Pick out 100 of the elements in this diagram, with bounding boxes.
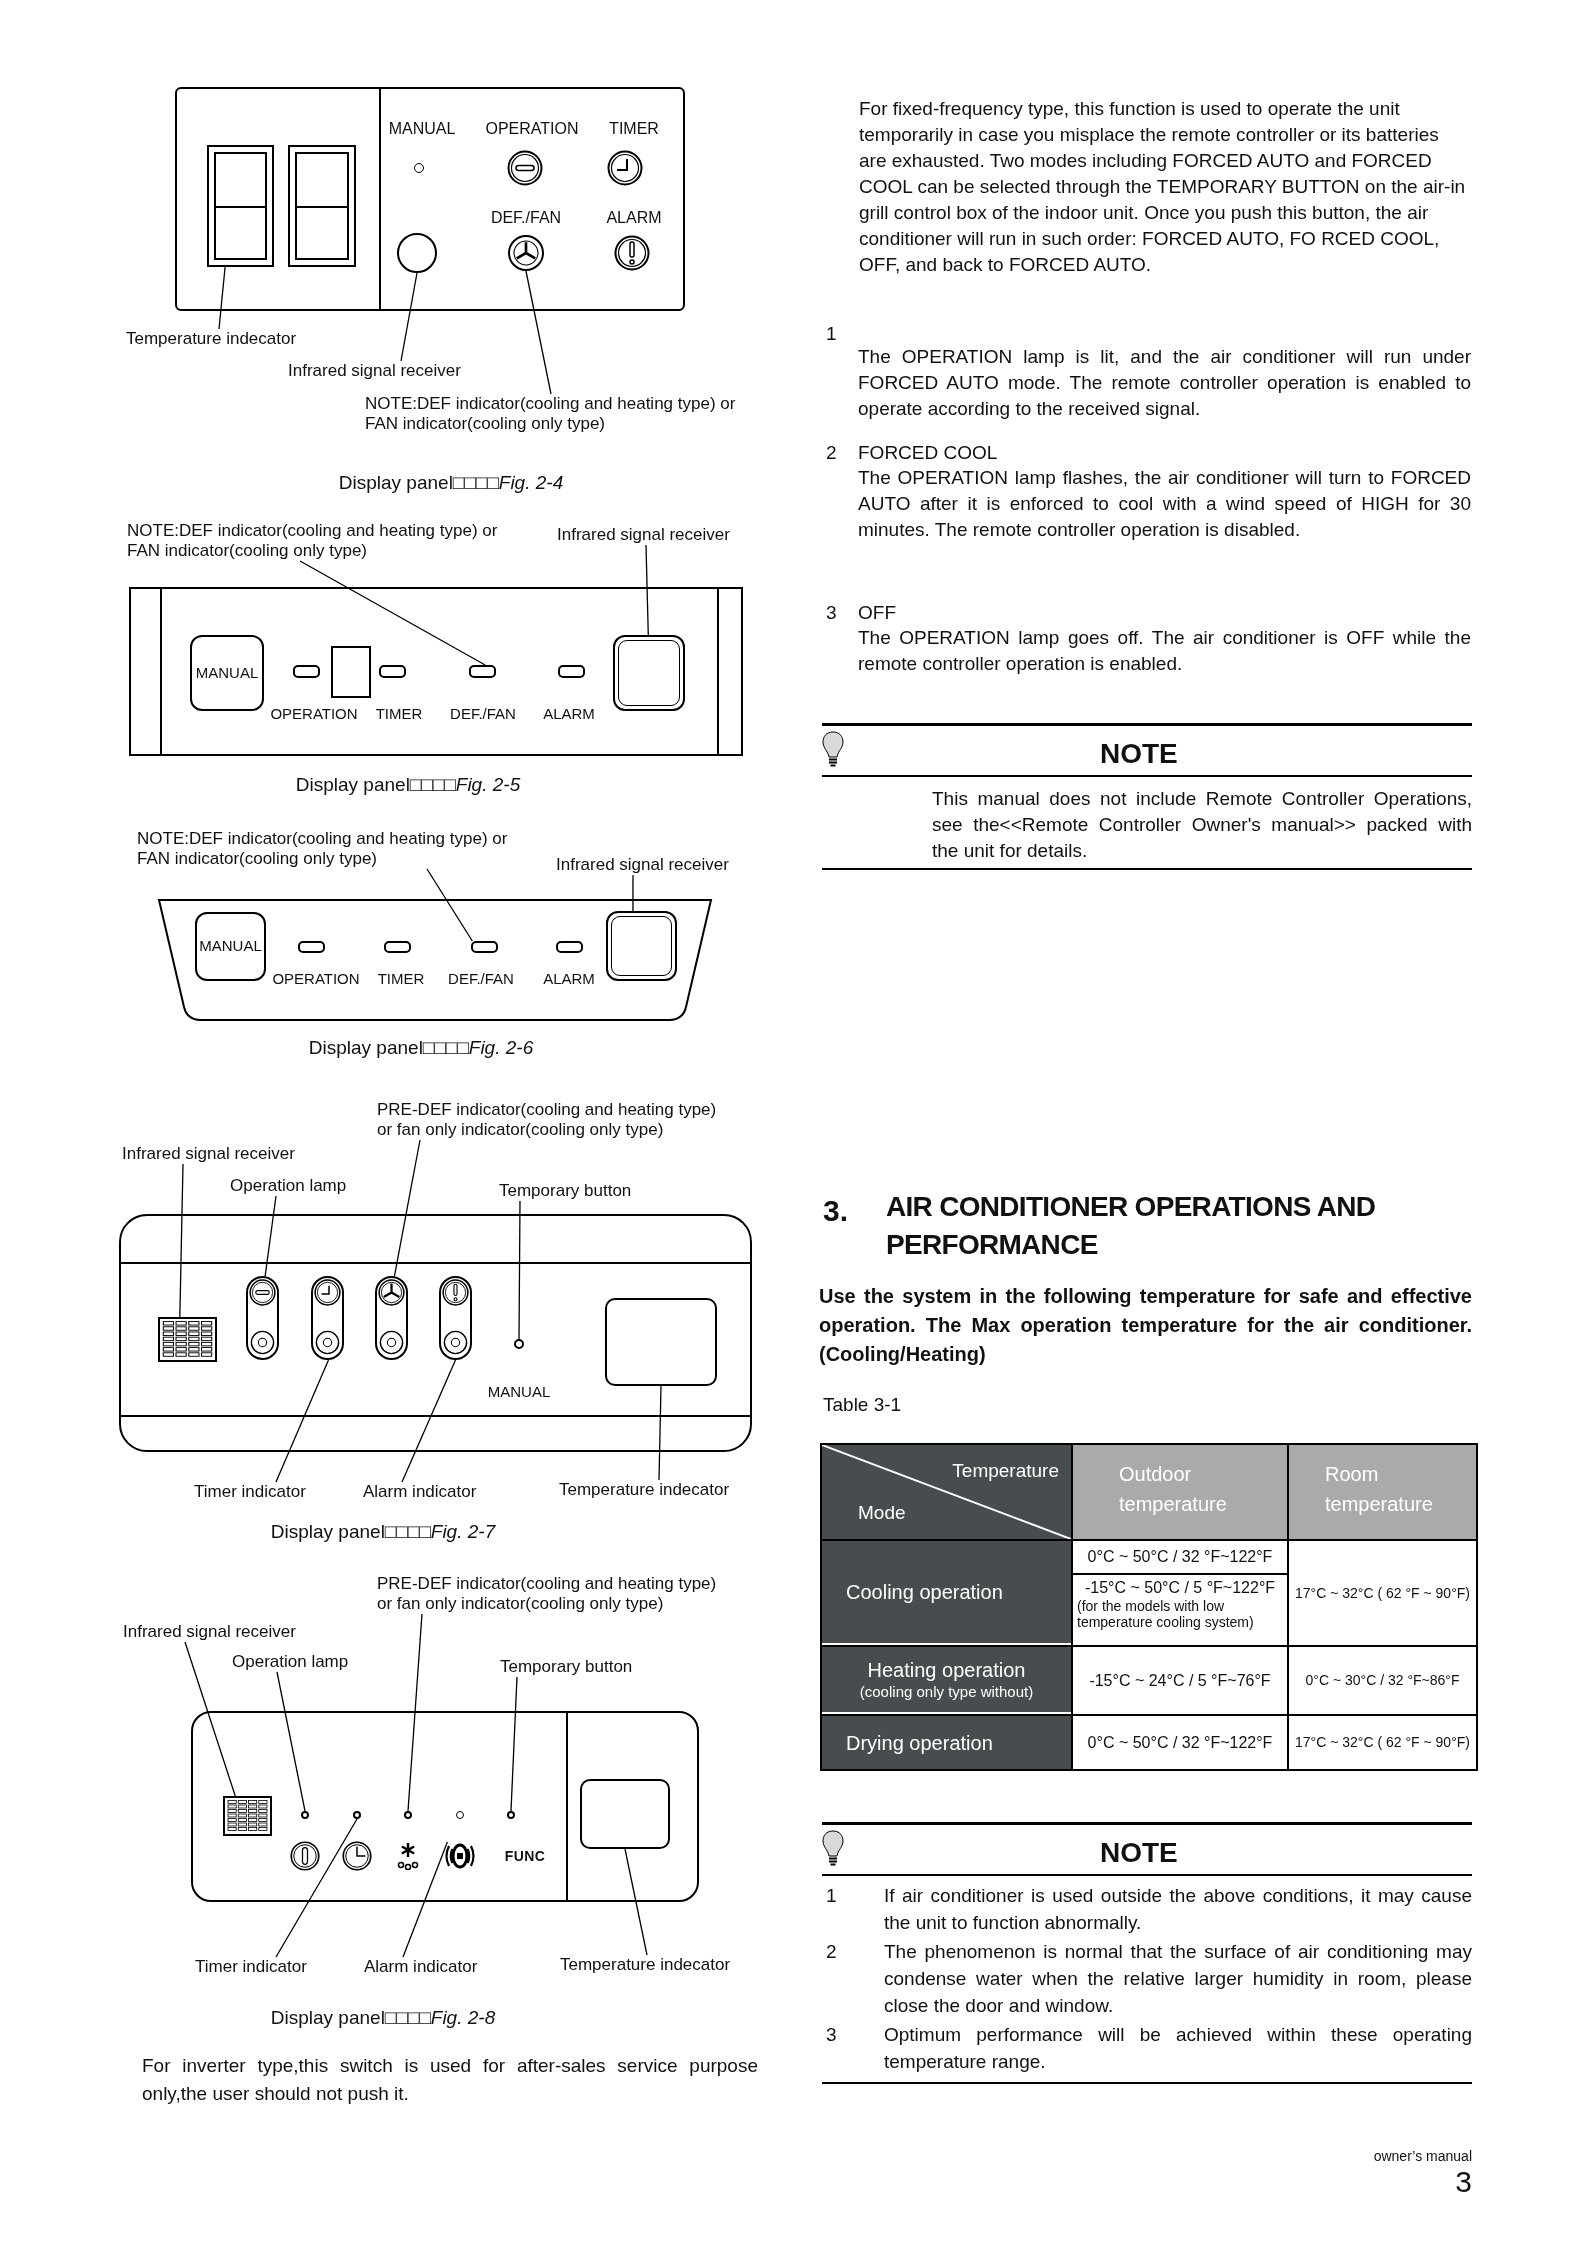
leader-line [184,1641,236,1797]
body-paragraph: For fixed-frequency type, this function is used to operate the unit temporarily in case you misplace the remote controller or its batteries are exhausted. Two modes including FORCED AUTO and FORCED COOL can be selected through the TEMPORARY BUTTON on the air-in grill control box of the indoor unit. Once you push this button, the air conditioner will run in such order: FORCED AUTO, FO RCED COOL, OFF, and back to FORCED AUTO. [859,97,1467,277]
leader-line [525,270,552,395]
callout-label: Temperature indecator [560,1955,731,1975]
temperature-display [605,1298,717,1386]
table-header-cell: Outdoor temperature [1073,1445,1287,1539]
list-number: 1 [826,1884,837,1908]
leader-line [401,1359,457,1483]
table-cell: 0°C ~ 50°C / 32 °F~122°F [1073,1541,1287,1573]
panel-label: ALARM [543,970,595,988]
cell-note: (for the models with low temperature cooling system) [1077,1598,1255,1630]
fan-indicator-icon [508,235,544,271]
panel-label: DEF./FAN [450,705,516,723]
panel-label: TIMER [609,120,659,138]
infrared-receiver [613,635,685,711]
table-cell: 0°C ~ 50°C / 32 °F~122°F [1073,1716,1287,1769]
leader-line [426,868,473,942]
callout-label: Temperature indecator [126,329,297,349]
list-number: 2 [826,1940,837,1964]
body-paragraph: The OPERATION lamp goes off. The air conditioner is OFF while the remote controller operation is enabled. [858,626,1471,676]
display-panel [129,587,743,756]
panel-label: MANUAL [487,1383,551,1401]
leader-line [402,1841,449,1958]
callout-label: NOTE:DEF indicator(cooling and heating type) or FAN indicator(cooling only type) [127,521,522,561]
func-label: FUNC [504,1847,546,1865]
indicator-lamp [469,665,496,678]
panel-label: ALARM [606,209,662,227]
alarm-icon [442,1842,478,1870]
leader-line [658,1385,662,1481]
leader-line [624,1848,648,1956]
note-text: This manual does not include Remote Controller Operations, see the<<Remote Controller Owner's manual>> packed with the unit for details. [932,787,1472,863]
list-number: 2 [826,441,837,465]
note-heading: NOTE [1100,737,1178,771]
callout-label: Infrared signal receiver [557,525,730,545]
callout-label: Temperature indecator [559,1480,730,1500]
digit-display [288,145,356,267]
page-number: 3 [1455,2164,1472,2200]
figure-caption: Display panel□□□□Fig. 2-6 [308,1036,534,1060]
panel-label: OPERATION [270,705,358,723]
item-heading: FORCED COOL [858,441,998,465]
list-number: 3 [826,2023,837,2047]
panel-label: TIMER [375,705,423,723]
table-caption: Table 3-1 [823,1393,902,1417]
panel-label: ALARM [543,705,595,723]
indicator-lamp [471,941,498,953]
leader-line [275,1359,330,1483]
callout-label: Alarm indicator [364,1957,478,1977]
body-paragraph: The OPERATION lamp flashes, the air conditioner will turn to FORCED AUTO after it is enforced to cool with a wind speed of HIGH for 30 minutes. The remote controller operation is disabled. [858,466,1471,542]
manual-button: MANUAL [190,635,264,711]
indicator-capsule [439,1276,472,1360]
callout-label: PRE-DEF indicator(cooling and heating type) or fan only indicator(cooling only type) [377,1574,722,1614]
infrared-receiver [606,911,677,981]
display-panel [158,899,712,1021]
leader-line [645,544,649,636]
figure-caption: Display panel□□□□Fig. 2-8 [270,2006,496,2030]
leader-line [264,1195,277,1277]
leader-line [632,874,634,912]
receiver-grille [223,1796,272,1836]
panel-label: TIMER [377,970,425,988]
table-cell: Drying operation [822,1716,1071,1769]
display-panel [191,1711,699,1902]
callout-label: Temporary button [500,1657,633,1677]
leader-line [275,1818,358,1958]
list-number: 1 [826,322,837,346]
callout-label: NOTE:DEF indicator(cooling and heating type) or FAN indicator(cooling only type) [365,394,760,434]
callout-label: Timer indicator [194,1482,306,1502]
leader-line [400,272,418,362]
callout-label: Infrared signal receiver [288,361,461,381]
callout-label: Infrared signal receiver [556,855,729,875]
leader-line [518,1200,521,1340]
header-label: Mode [858,1500,906,1525]
temporary-button [514,1339,524,1349]
leader-line [276,1671,306,1812]
temperature-display [580,1779,670,1849]
body-paragraph: For inverter type,this switch is used for after-sales service purpose only,the user should not push it. [142,2054,758,2106]
callout-label: Infrared signal receiver [122,1144,295,1164]
indicator-capsule [246,1276,279,1360]
figure-caption: Display panel□□□□Fig. 2-5 [295,773,521,797]
note-text: The phenomenon is normal that the surface of air conditioning may condense water when the relative larger humidity in room, please close the door and window. [884,1940,1472,2018]
callout-label: Infrared signal receiver [123,1622,296,1642]
leader-line [407,1613,423,1812]
header-label: Temperature [952,1459,1059,1483]
callout-label: NOTE:DEF indicator(cooling and heating type) or FAN indicator(cooling only type) [137,829,532,869]
intro-paragraph: Use the system in the following temperature for safe and effective operation. The Max operation temperature for the air conditioner.(Cooling/Heating) [819,1284,1472,1367]
footer-text: owner’s manual [1373,2147,1472,2166]
section-heading: AIR CONDITIONER OPERATIONS AND PERFORMANCE [886,1190,1377,1262]
list-number: 3 [826,601,837,625]
indicator-capsule [311,1276,344,1360]
panel-label: OPERATION [485,120,579,138]
leader-line [218,266,226,330]
callout-label: Timer indicator [195,1957,307,1977]
infrared-receiver [397,233,437,273]
callout-label: PRE-DEF indicator(cooling and heating type) or fan only indicator(cooling only type) [377,1100,722,1140]
note-heading: NOTE [1100,1836,1178,1870]
manual-button: MANUAL [195,912,266,981]
note-text: If air conditioner is used outside the above conditions, it may cause the unit to function abnormally. [884,1884,1472,1935]
leader-line [179,1163,184,1318]
table-cell: -15°C ~ 24°C / 5 °F~76°F [1073,1647,1287,1714]
figure-caption: Display panel□□□□Fig. 2-4 [338,471,564,495]
body-paragraph: The OPERATION lamp is lit, and the air conditioner will run under FORCED AUTO mode. The remote controller operation is enabled to operate according to the received signal. [858,345,1471,421]
